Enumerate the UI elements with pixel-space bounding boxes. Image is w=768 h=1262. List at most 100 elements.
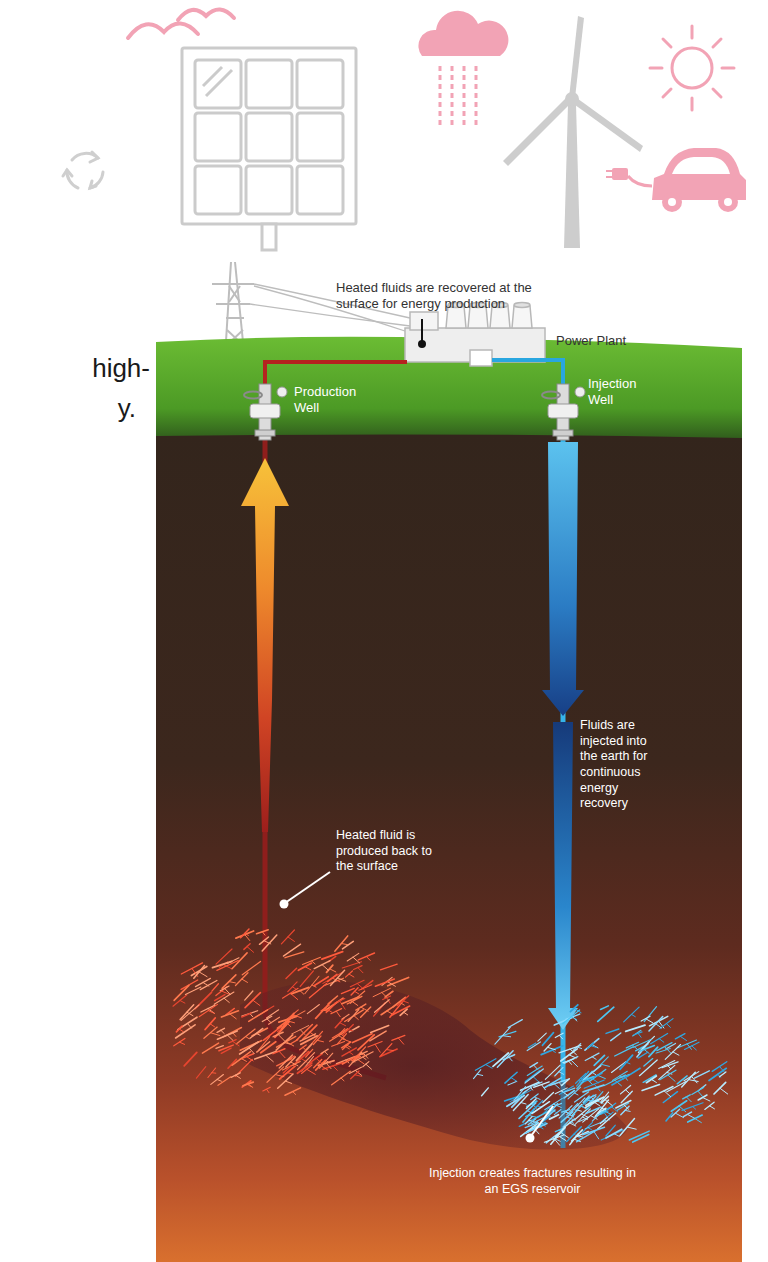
fracture-line	[660, 1019, 673, 1029]
fracture-line	[298, 1053, 315, 1070]
fracture-line	[545, 1078, 562, 1088]
fracture-line	[695, 1119, 701, 1123]
fracture-line	[695, 1071, 710, 1078]
fracture-line	[309, 983, 326, 997]
fracture-line	[591, 1097, 594, 1100]
bird-icons-part	[128, 23, 198, 38]
fracture-line	[224, 998, 229, 1002]
fracture-line	[179, 1029, 183, 1032]
fracture-line	[403, 1001, 409, 1003]
fracture-line	[703, 1098, 710, 1102]
fracture-line	[303, 957, 321, 964]
fracture-line	[212, 1072, 216, 1074]
fracture-line	[278, 1034, 285, 1041]
fracture-line	[325, 1051, 328, 1054]
fracture-line	[651, 1079, 656, 1082]
fracture-line	[680, 1036, 686, 1040]
fracture-line	[646, 1019, 653, 1023]
fracture-line	[659, 1039, 664, 1043]
fracture-line	[649, 1047, 658, 1056]
fracture-line	[300, 991, 304, 995]
fracture-line	[393, 997, 405, 1006]
fracture-line	[180, 1005, 194, 1020]
callout-label: Heated fluids are recovered at the surfa…	[336, 280, 554, 313]
fracture-line	[349, 974, 354, 977]
fracture-line	[687, 1044, 691, 1050]
fracture-line	[574, 1093, 578, 1095]
electric-car-icon-part	[724, 198, 732, 206]
fracture-line	[638, 1033, 641, 1037]
fracture-line	[276, 1035, 293, 1050]
fracture-line	[221, 1048, 231, 1053]
fracture-line	[173, 995, 187, 1006]
earth-cross-section	[156, 430, 742, 1262]
fracture-line	[584, 1066, 601, 1080]
fracture-line	[633, 1039, 652, 1047]
solar-panel-icon-part	[262, 224, 276, 250]
fracture-line	[208, 1068, 216, 1078]
fracture-line	[245, 991, 253, 1000]
fracture-line	[598, 1075, 606, 1078]
callout-label: Fluids are injected into the earth for c…	[580, 718, 662, 812]
production-well-pipe	[265, 440, 386, 1078]
injection-wellhead-part	[553, 430, 573, 436]
fracture-line	[199, 972, 207, 977]
fracture-line	[288, 937, 295, 942]
fracture-line	[305, 967, 311, 970]
fracture-line	[227, 1035, 233, 1040]
rain-cloud-icon-part	[440, 66, 476, 128]
fracture-line	[230, 1014, 236, 1019]
fracture-line	[278, 1074, 293, 1088]
fracture-line	[349, 1052, 353, 1055]
fracture-line	[601, 1006, 609, 1010]
rain-cloud-icon-part-part	[475, 66, 478, 128]
electric-car-icon-part	[668, 198, 676, 206]
fracture-line	[673, 1052, 679, 1055]
fracture-line	[633, 1135, 649, 1143]
fracture-line	[375, 1000, 390, 1013]
fracture-line	[523, 1087, 532, 1094]
electric-car-icon-part	[606, 176, 612, 178]
power-plant	[405, 303, 545, 367]
fracture-line	[267, 1019, 271, 1023]
fracture-line	[361, 1007, 371, 1017]
fracture-line	[217, 1080, 221, 1082]
fracture-line	[709, 1068, 726, 1080]
fracture-line	[205, 1018, 215, 1030]
fracture-line	[285, 1088, 301, 1095]
fracture-line	[174, 1038, 185, 1045]
fracture-line	[587, 1079, 593, 1085]
fracture-line	[281, 1013, 294, 1028]
fracture-line	[602, 1108, 606, 1109]
fracture-line	[720, 1072, 726, 1077]
fracture-line	[298, 963, 311, 970]
fracture-line	[373, 988, 390, 996]
fracture-line	[569, 1121, 574, 1124]
fracture-line	[256, 1033, 260, 1035]
fracture-line	[606, 1129, 622, 1138]
sun-icon-part	[650, 67, 662, 70]
fracture-line	[267, 1067, 284, 1082]
fracture-line	[656, 1024, 662, 1028]
fracture-line	[398, 1038, 403, 1044]
fracture-line	[693, 1107, 696, 1110]
electric-car-icon-part	[612, 168, 628, 180]
fracture-line	[642, 1085, 659, 1091]
fracture-line	[550, 1115, 559, 1119]
fracture-line	[381, 1007, 392, 1015]
fracture-line	[612, 1076, 628, 1085]
fracture-line	[336, 1011, 340, 1017]
fracture-line	[322, 952, 343, 959]
injection-wellhead-part	[542, 392, 560, 399]
fracture-line	[261, 1042, 276, 1053]
cold-surface-pipe	[492, 360, 563, 386]
fracture-line	[262, 935, 277, 951]
fracture-line	[486, 1065, 493, 1069]
recycle-icon-part	[90, 181, 96, 188]
fracture-line	[563, 1114, 575, 1127]
fracture-line	[527, 1042, 540, 1051]
bird-icons-part	[178, 9, 234, 20]
fracture-line	[548, 1047, 556, 1050]
fracture-line	[667, 1024, 671, 1028]
